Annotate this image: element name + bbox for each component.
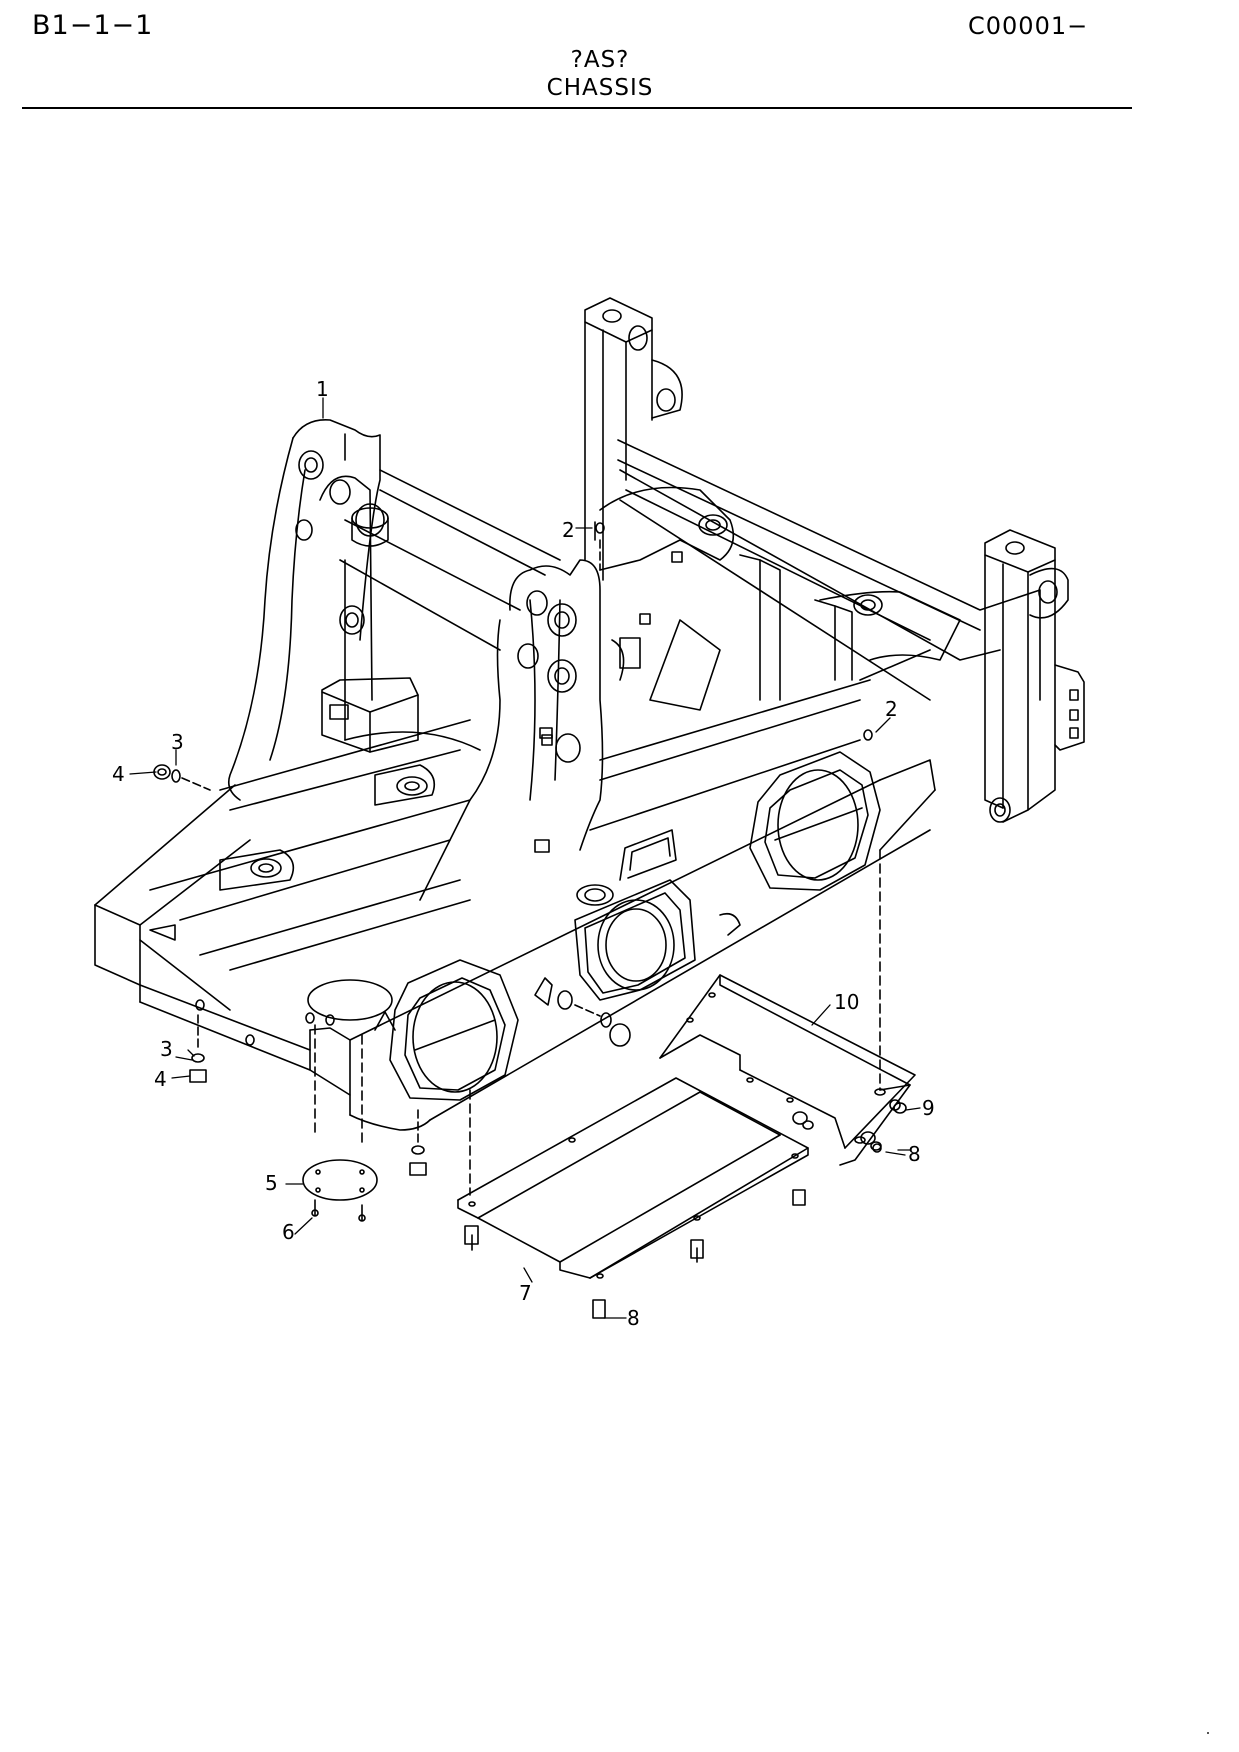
callout-4-lower: 4 [154,1067,167,1091]
callout-3-upper: 3 [171,730,184,754]
callout-3-lower: 3 [160,1037,173,1061]
callout-9: 9 [922,1096,935,1120]
callout-6: 6 [282,1220,295,1244]
callout-8-right: 8 [908,1142,921,1166]
section-code: B1−1−1 [32,10,154,41]
round-cover-plate [302,1024,378,1222]
title-local: ?AS? [570,47,630,73]
drawing-code: C00001− [968,12,1089,40]
callout-4-upper: 4 [112,762,125,786]
hardware-parts [153,521,873,1176]
rear-cover-plate [659,974,916,1166]
callout-leaders [129,397,921,1319]
main-chassis-frame [94,419,961,1131]
callout-numbers: 1 2 2 3 4 3 4 5 6 7 8 8 9 10 [112,377,935,1330]
callout-1: 1 [316,377,329,401]
callout-5: 5 [265,1171,278,1195]
rear-mast-frame [584,297,1085,823]
callout-2-upper: 2 [562,518,575,542]
header-rule [22,107,1132,109]
title-block: ?AS? CHASSIS [0,46,1200,102]
skid-plate [457,849,881,1319]
callout-2-right: 2 [885,697,898,721]
page-title: CHASSIS [546,75,654,101]
stray-mark [1207,1732,1209,1734]
callout-10: 10 [834,990,859,1014]
callout-8-lower: 8 [627,1306,640,1330]
callout-7: 7 [519,1281,532,1305]
